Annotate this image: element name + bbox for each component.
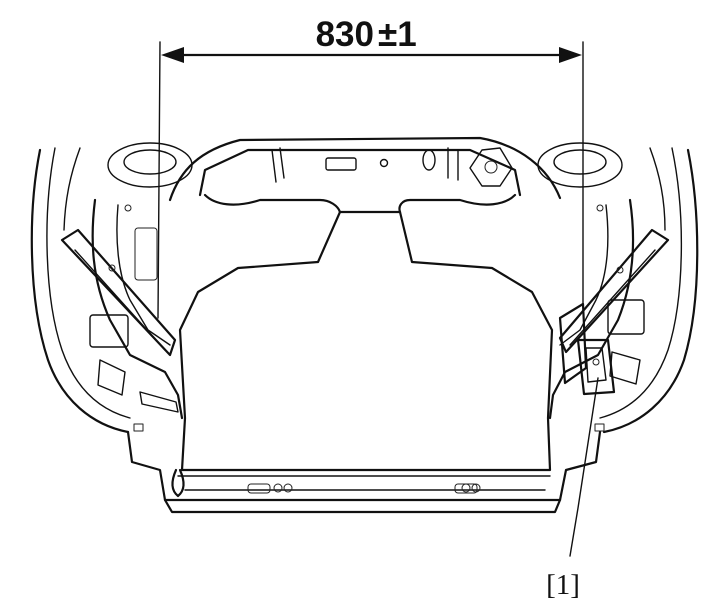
front-body-outline — [30, 136, 699, 514]
dimension-value: 830 — [316, 15, 374, 54]
callout-label: [1] — [546, 569, 580, 601]
callout-1: [1] — [546, 377, 599, 601]
cowl-slot — [325, 157, 357, 171]
right-bracket — [607, 299, 645, 335]
dimension-annotation: 830 ±1 — [157, 15, 584, 319]
left-bracket — [89, 314, 129, 348]
arrowhead-left — [161, 47, 184, 63]
component-1-bracket — [558, 302, 616, 396]
beam-slot-left — [247, 483, 271, 494]
arrowhead-right — [559, 47, 582, 63]
dimension-tolerance: ±1 — [378, 15, 417, 54]
callout-leader-line — [569, 377, 599, 557]
extension-line-left — [157, 41, 161, 319]
